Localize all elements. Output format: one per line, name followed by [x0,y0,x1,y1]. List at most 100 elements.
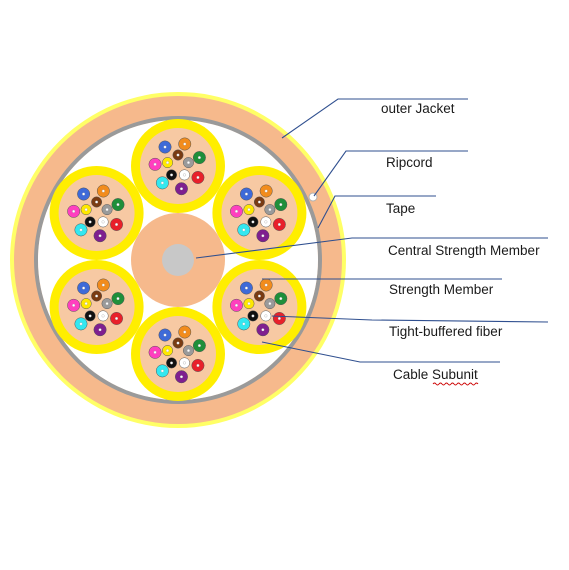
tight-buffered-fiber-orange [96,278,110,292]
tight-buffered-fiber-black [247,310,259,322]
leader-lines [195,98,549,363]
tight-buffered-fiber-aqua [237,223,251,237]
leader-ripcord [313,150,468,197]
tight-buffered-fiber-red [191,359,205,372]
label-ripcord: Ripcord [386,155,433,170]
tight-buffered-fiber-slate [264,298,276,310]
tight-buffered-fiber-orange [96,184,110,198]
tight-buffered-fiber-slate [183,157,194,169]
tight-buffered-fiber-orange [178,137,192,151]
tight-buffered-fiber-aqua [237,317,251,331]
tight-buffered-fiber-orange [259,184,273,198]
tight-buffered-fiber-slate [101,204,113,216]
tight-buffered-fiber-brown [91,290,103,302]
tight-buffered-fiber-slate [183,345,194,357]
tight-buffered-fiber-yellow [243,298,255,310]
label-tight-buffered-fiber: Tight-buffered fiber [389,324,503,339]
leader-tape [317,195,436,229]
tight-buffered-fiber-aqua [74,223,88,237]
tight-buffered-fiber-blue [158,140,172,154]
tight-buffered-fiber-slate [101,298,113,310]
tight-buffered-fiber-black [84,310,96,322]
label-cable-subunit: Cable Subunit [393,367,478,382]
tight-buffered-fiber-yellow [80,298,92,310]
tight-buffered-fiber-violet [256,229,270,243]
tight-buffered-fiber-rose [148,157,162,171]
tight-buffered-fiber-black [166,169,177,181]
cable-subunit [131,307,225,401]
tight-buffered-fiber-green [192,151,206,165]
tight-buffered-fiber-violet [93,323,107,337]
tight-buffered-fiber-yellow [80,204,92,216]
tight-buffered-fiber-green [274,198,288,212]
tight-buffered-fiber-yellow [243,204,255,216]
tight-buffered-fiber-rose [67,298,81,312]
cable-subunit [131,119,225,213]
label-outer-jacket: outer Jacket [381,101,455,116]
tight-buffered-fiber-red [272,218,286,231]
tight-buffered-fiber-orange [178,325,192,339]
cable-subunit [49,166,144,260]
central-strength-member-core [162,244,194,276]
cable-subunit [212,166,307,260]
label-tape: Tape [386,201,415,216]
tight-buffered-fiber-green [111,198,125,212]
tight-buffered-fiber-red [272,312,286,325]
tight-buffered-fiber-black [84,216,96,228]
tight-buffered-fiber-brown [172,149,184,161]
tight-buffered-fiber-blue [77,187,91,201]
central-strength-member [131,213,225,307]
tight-buffered-fiber-green [192,339,206,353]
tight-buffered-fiber-rose [67,204,81,218]
tight-buffered-fiber-rose [230,298,243,312]
leader-tight-buffered-fiber [271,315,549,323]
label-central-strength-member: Central Strength Member [388,243,540,258]
tight-buffered-fiber-rose [230,204,243,218]
cable-subunit [49,260,144,354]
label-strength-member: Strength Member [389,282,494,297]
tight-buffered-fiber-white [260,310,272,322]
tight-buffered-fiber-white [179,357,190,369]
tight-buffered-fiber-rose [148,345,162,359]
tight-buffered-fiber-red [110,218,123,231]
tight-buffered-fiber-green [274,292,288,306]
tight-buffered-fiber-blue [158,328,172,342]
tight-buffered-fiber-red [110,312,123,325]
tight-buffered-fiber-black [166,357,177,369]
tight-buffered-fiber-brown [253,290,265,302]
tight-buffered-fiber-blue [239,187,253,201]
tape-ring [34,116,322,404]
tight-buffered-fiber-brown [253,196,265,208]
leader-outer-jacket [281,98,468,139]
cable-subunit [212,260,307,354]
tight-buffered-fiber-slate [264,204,276,216]
tight-buffered-fiber-aqua [155,176,169,190]
tight-buffered-fiber-violet [93,229,107,243]
tight-buffered-fiber-white [260,216,272,228]
tight-buffered-fiber-violet [175,370,188,384]
cable-subunits [49,119,307,401]
cable-cross-section [10,92,346,428]
tight-buffered-fiber-aqua [155,364,169,378]
tight-buffered-fiber-white [97,310,109,322]
tight-buffered-fiber-aqua [74,317,88,331]
tight-buffered-fiber-orange [259,278,273,292]
tight-buffered-fiber-blue [77,281,91,295]
leader-central-strength-member [195,237,548,259]
tight-buffered-fiber-brown [172,337,184,349]
tight-buffered-fiber-red [191,171,205,184]
leader-cable-subunit [261,341,500,363]
tight-buffered-fiber-white [179,169,190,181]
tight-buffered-fiber-violet [175,182,188,196]
tight-buffered-fiber-black [247,216,259,228]
callout-labels: outer Jacket Ripcord Tape Central Streng… [381,101,540,386]
spellcheck-underline [432,382,479,386]
tight-buffered-fiber-blue [239,281,253,295]
tight-buffered-fiber-yellow [162,345,173,357]
tight-buffered-fiber-green [111,292,125,306]
tight-buffered-fiber-yellow [162,157,173,169]
tight-buffered-fiber-white [97,216,109,228]
tight-buffered-fiber-violet [256,323,270,337]
tight-buffered-fiber-brown [91,196,103,208]
